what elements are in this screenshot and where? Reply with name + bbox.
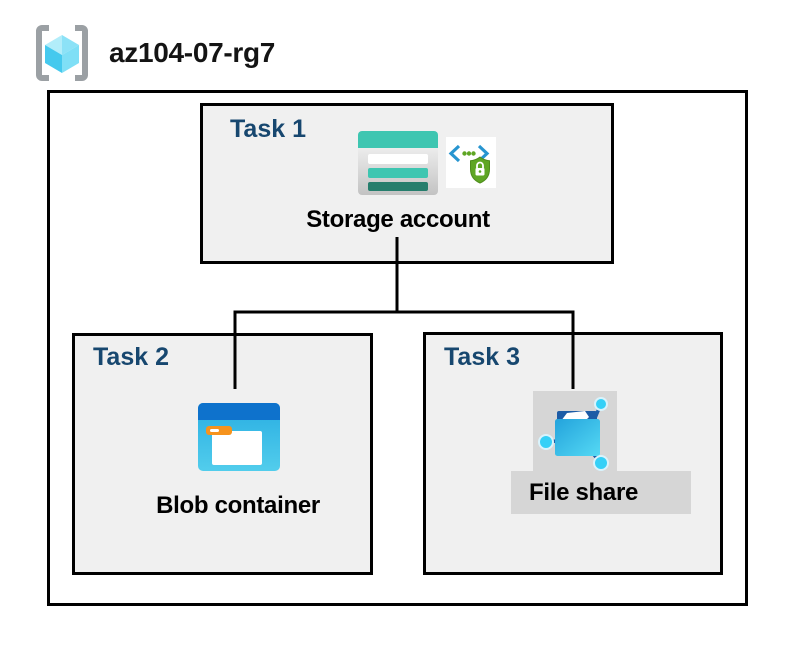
storage-account-icon [358, 131, 438, 195]
blob-container-label: Blob container [156, 492, 320, 519]
resource-group-title: az104-07-rg7 [109, 37, 276, 68]
file-share-icon [533, 391, 617, 471]
resource-group-header: az104-07-rg7 [33, 24, 275, 82]
task-1-label: Task 1 [230, 115, 306, 143]
task-3-label: Task 3 [444, 343, 520, 371]
task-box-2: Task 2 Blob container [72, 333, 373, 575]
file-share-label: File share [529, 478, 639, 506]
sas-shield-icon [446, 137, 496, 188]
storage-account-label: Storage account [306, 206, 490, 233]
resource-group-icon [36, 25, 88, 81]
blob-container-icon [198, 403, 280, 471]
task-box-3: Task 3 File share [423, 332, 723, 575]
task-2-label: Task 2 [93, 343, 169, 371]
task-box-1: Task 1 Storage account [200, 103, 614, 264]
file-share-label-highlight: File share [511, 471, 691, 514]
